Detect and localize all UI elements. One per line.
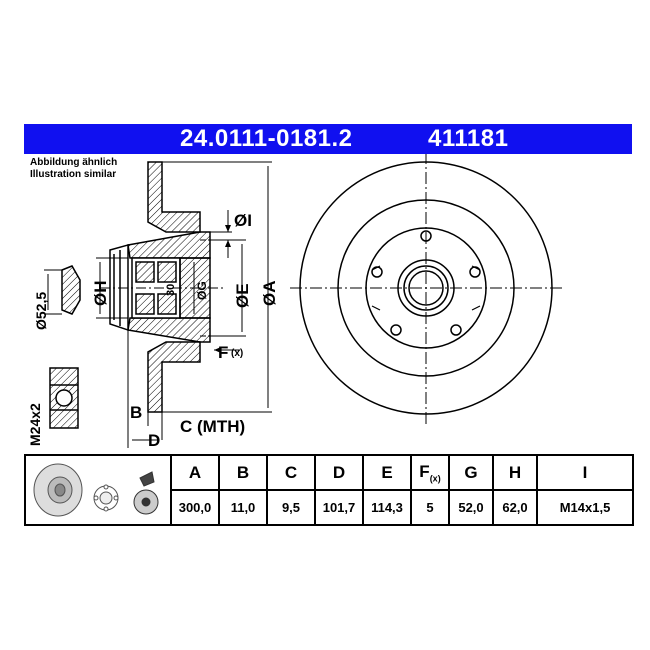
disc-rim-top (147, 161, 201, 233)
header-f: F(x) (410, 454, 450, 491)
section-view (100, 161, 240, 413)
spec-table: A B C D E F(x) G H I 300,0 11,0 9,5 101,… (24, 454, 634, 526)
table-header-row: A B C D E F(x) G H I (24, 454, 634, 526)
illustration-cell (24, 454, 172, 526)
header-b: B (218, 454, 268, 491)
header-f-letter: F (419, 461, 430, 481)
header-e: E (362, 454, 412, 491)
value-d: 101,7 (314, 489, 364, 526)
dimension-text: ØI ØH 30 ØG ØE ØA F (x) B C (MTH) D Ø52,… (27, 211, 279, 450)
header-a: A (170, 454, 220, 491)
value-h: 62,0 (492, 489, 538, 526)
label-height: D (148, 431, 160, 450)
disc-rim-bottom (147, 341, 201, 413)
label-cap-diameter: Ø52,5 (33, 292, 49, 330)
value-c: 9,5 (266, 489, 316, 526)
value-f: 5 (410, 489, 450, 526)
label-bearing-bore: 30 (165, 284, 177, 296)
value-e: 114,3 (362, 489, 412, 526)
value-b: 11,0 (218, 489, 268, 526)
part-number: 24.0111-0181.2 (180, 125, 353, 152)
abs-sensor-icon (133, 470, 159, 514)
hub-top (127, 231, 211, 259)
header-f-suffix: (x) (429, 473, 441, 484)
header-i: I (536, 454, 634, 491)
label-center-bore: ØG (195, 281, 209, 300)
label-outer-diameter: ØA (260, 281, 279, 307)
table-value-row: 300,0 11,0 9,5 101,7 114,3 5 52,0 62,0 M… (25, 489, 634, 526)
value-a: 300,0 (170, 489, 220, 526)
label-thickness: B (130, 403, 142, 422)
value-g: 52,0 (448, 489, 494, 526)
label-bolt-count-suffix: (x) (231, 348, 243, 359)
hub-nut (49, 367, 79, 429)
note-line-1: Abbildung ähnlich (30, 157, 118, 168)
header-d: D (314, 454, 364, 491)
label-hub-diameter: ØH (91, 281, 110, 307)
label-min-thickness: C (MTH) (180, 417, 245, 436)
disc-icon (33, 463, 83, 516)
label-nut-thread: M24x2 (27, 403, 43, 446)
hub-bottom (127, 317, 211, 343)
header-h: H (492, 454, 538, 491)
dust-cap (44, 265, 81, 315)
bearing-icon (93, 484, 119, 511)
value-i: M14x1,5 (536, 489, 634, 526)
header-g: G (448, 454, 494, 491)
title-bar: 24.0111-0181.2 411181 (24, 124, 632, 154)
label-bolt-count: F (218, 343, 228, 362)
header-c: C (266, 454, 316, 491)
reference-number: 411181 (428, 125, 509, 152)
label-bolt-hole: ØI (234, 211, 252, 230)
dimension-lines (96, 161, 272, 448)
note-line-2: Illustration similar (30, 169, 117, 180)
front-view (290, 152, 562, 424)
label-pitch-circle: ØE (233, 283, 252, 308)
